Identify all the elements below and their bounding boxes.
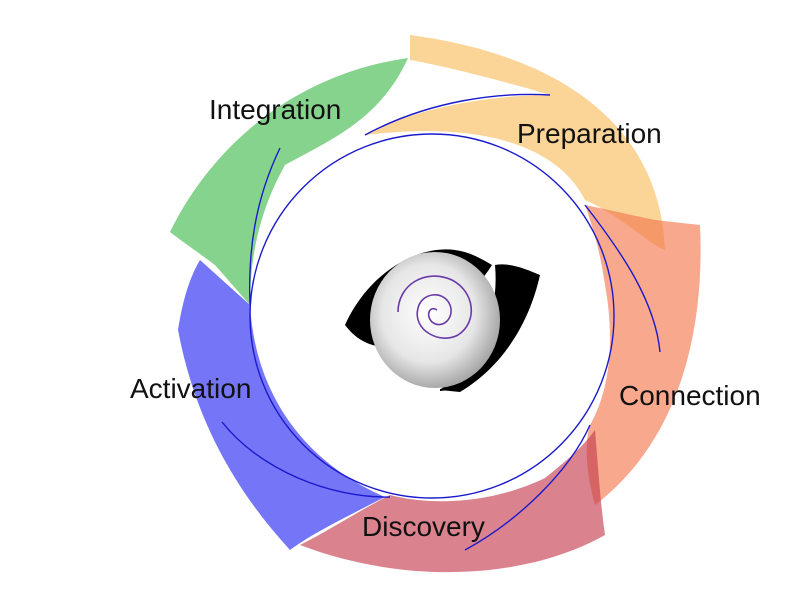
hook-integration	[249, 147, 281, 306]
label-preparation: Preparation	[517, 118, 662, 149]
spiral-shell-icon	[345, 249, 540, 392]
arc-connection	[585, 205, 701, 505]
arc-discovery	[300, 430, 605, 573]
hook-outlines	[221, 93, 661, 551]
label-connection: Connection	[619, 380, 761, 411]
label-activation: Activation	[130, 373, 251, 404]
hook-connection	[584, 204, 661, 353]
hook-preparation	[364, 93, 551, 136]
hook-activation	[221, 421, 391, 498]
stage-arcs	[170, 35, 701, 573]
stage-labels: Preparation Connection Discovery Activat…	[130, 94, 761, 542]
arc-activation	[178, 260, 385, 550]
hook-discovery	[464, 424, 591, 551]
label-discovery: Discovery	[362, 511, 485, 542]
arc-preparation	[365, 35, 665, 250]
inner-ring	[249, 133, 615, 499]
label-integration: Integration	[209, 94, 341, 125]
arc-integration	[170, 58, 408, 305]
